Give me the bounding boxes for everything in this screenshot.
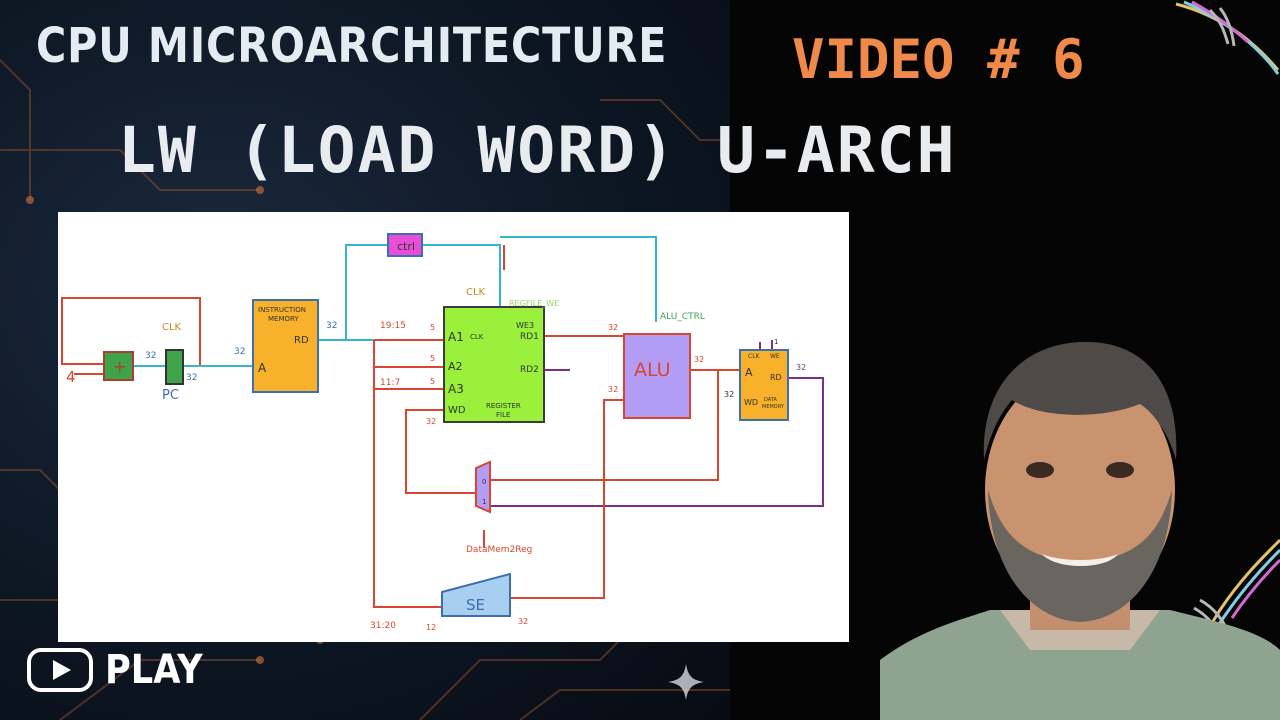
play-button[interactable]: PLAY: [27, 647, 216, 693]
width-32-label: 32: [796, 363, 806, 372]
a2-port-label: A2: [448, 360, 463, 373]
instr-mem-title: INSTRUCTION: [258, 306, 306, 314]
we3-port-label: WE3: [516, 321, 534, 330]
a1-port-label: A1: [448, 330, 464, 344]
datamem2reg-label: DataMem2Reg: [466, 545, 532, 555]
lw-microarchitecture-diagram: ctrl CLK CLK REGFILE_WE ALU_CTRL 4 + PC …: [58, 212, 849, 642]
wd-port-label: WD: [448, 405, 466, 416]
bits-19-15-label: 19:15: [380, 321, 406, 331]
width-32-label: 32: [724, 390, 734, 399]
bits-31-20-label: 31:20: [370, 621, 396, 631]
data-memory-block: [739, 349, 789, 421]
sign-extend-label: SE: [466, 596, 485, 614]
datamem-we-label: WE: [770, 353, 780, 360]
youtube-play-icon: [27, 648, 93, 692]
width-5-label: 5: [430, 323, 435, 332]
width-32-label: 32: [694, 355, 704, 364]
video-number-label: VIDEO # 6: [792, 28, 1085, 91]
width-32-label: 32: [234, 347, 245, 357]
adder-plus-label: +: [113, 357, 126, 376]
register-file-block: [443, 306, 545, 423]
instr-rd-label: RD: [294, 335, 309, 346]
mux-input-0-label: 0: [482, 478, 486, 486]
instruction-memory-block: [252, 299, 319, 393]
write-back-mux: [475, 460, 491, 514]
play-label: PLAY: [105, 647, 203, 693]
alu-label: ALU: [634, 359, 671, 381]
sign-extend-block: [441, 572, 511, 617]
data-mem-subtitle: MEMORY: [762, 404, 785, 410]
regfile-clk-port: CLK: [470, 333, 484, 341]
mux-input-1-label: 1: [482, 498, 486, 506]
pc-adder-block: [103, 351, 134, 381]
presenter-photo: [880, 341, 1280, 720]
instr-a-label: A: [258, 361, 267, 375]
page-title: CPU MICROARCHITECTURE: [36, 18, 668, 74]
regfile-we-label: REGFILE_WE: [509, 299, 559, 308]
width-32-label: 32: [186, 373, 197, 383]
datamem-wd-label: WD: [744, 398, 758, 407]
pc-label: PC: [162, 388, 179, 403]
alu-block: [623, 333, 691, 419]
regfile-clk-label: CLK: [466, 287, 486, 298]
width-5-label: 5: [430, 377, 435, 386]
rd2-port-label: RD2: [520, 365, 539, 375]
width-32-label: 32: [145, 351, 156, 361]
width-32-label: 32: [608, 323, 618, 332]
width-32-label: 32: [608, 385, 618, 394]
constant-four-label: 4: [66, 368, 76, 386]
pc-register-block: [165, 349, 184, 385]
width-5-label: 5: [430, 354, 435, 363]
width-32-label: 32: [426, 417, 436, 426]
width-32-label: 32: [518, 617, 528, 626]
register-file-title: REGISTER: [486, 402, 521, 410]
width-1-label: 1: [774, 338, 778, 346]
datamem-rd-label: RD: [770, 373, 782, 382]
video-subtitle: LW (LOAD WORD) U-ARCH: [118, 114, 957, 187]
data-mem-title: DATA: [764, 397, 777, 403]
rd1-port-label: RD1: [520, 332, 539, 342]
instr-mem-subtitle: MEMORY: [268, 315, 299, 323]
width-12-label: 12: [426, 623, 436, 632]
pc-clk-label: CLK: [162, 322, 182, 333]
ctrl-label: ctrl: [397, 240, 415, 253]
width-32-label: 32: [326, 321, 337, 331]
wire-coil-icon: [1175, 0, 1280, 75]
register-file-subtitle: FILE: [496, 411, 510, 419]
a3-port-label: A3: [448, 382, 464, 396]
bits-11-7-label: 11:7: [380, 378, 400, 388]
datamem-a-label: A: [745, 366, 753, 379]
sparkle-icon: [668, 664, 704, 700]
datamem-clk-label: CLK: [748, 353, 761, 360]
alu-ctrl-label: ALU_CTRL: [660, 312, 705, 322]
control-unit-block: [387, 233, 423, 257]
